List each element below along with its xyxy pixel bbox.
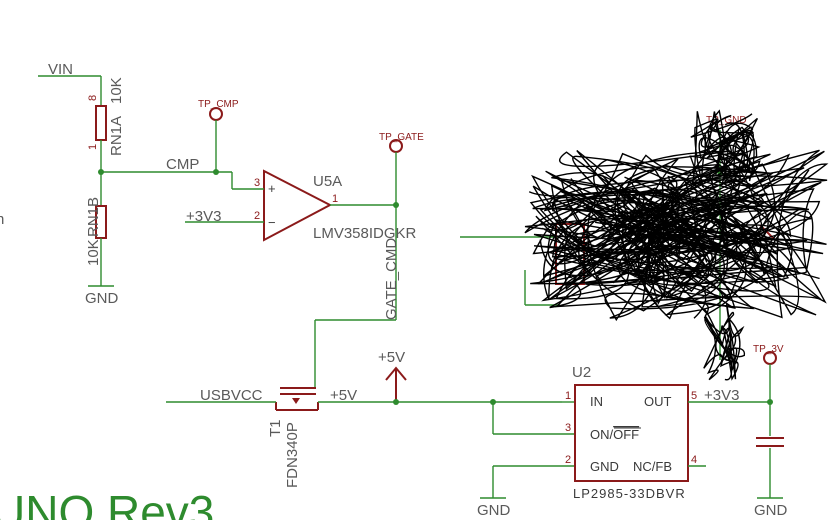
rn1a-name: RN1A <box>108 116 125 156</box>
3v3-out-label: +3V3 <box>704 387 739 404</box>
regulator-u2: U2 LP2985-33DBVR IN OUT ON/OFF GND NC/FB… <box>565 364 697 501</box>
u2-value: LP2985-33DBVR <box>573 486 686 501</box>
gnd-left-label: GND <box>85 290 119 307</box>
opamp-u5a: + − 3 2 1 U5A LMV358IDGKR +3V3 <box>185 169 417 242</box>
rn1b-value: 10K <box>85 239 102 266</box>
scribble-stroke <box>532 153 829 310</box>
u2-onoff: ON/OFF <box>590 427 639 442</box>
opamp-3v3-label: +3V3 <box>186 208 221 225</box>
rn1a-pin8: 8 <box>87 95 99 101</box>
u2-pin4: 4 <box>691 454 697 466</box>
5v-supply-label: +5V <box>378 349 405 366</box>
vin-label: VIN <box>48 61 73 78</box>
u2-ncfb: NC/FB <box>633 459 672 474</box>
t1-name: T1 <box>267 419 284 437</box>
rn1a-pin1: 1 <box>87 144 99 150</box>
gnd-cap-label: GND <box>754 502 788 519</box>
u2-out: OUT <box>644 394 672 409</box>
vin-net: VIN <box>38 61 102 106</box>
opamp-pin3: 3 <box>254 177 260 189</box>
scribble-stroke <box>524 160 815 298</box>
usbvcc-label: USBVCC <box>200 387 263 404</box>
opamp-plus: + <box>268 181 276 196</box>
rn1a-value: 10K <box>108 77 125 104</box>
tp-cmp-label: TP_CMP <box>198 99 239 110</box>
opamp-minus: − <box>268 215 276 230</box>
scribble-stroke <box>691 111 758 188</box>
u2-pin1: 1 <box>565 390 571 402</box>
u2-pin5: 5 <box>691 390 697 402</box>
junction-5v <box>393 399 399 405</box>
u2-pin3: 3 <box>565 422 571 434</box>
opamp-name: U5A <box>313 173 342 190</box>
tp-hidden-label: TP_GND <box>706 115 747 126</box>
u2-in: IN <box>590 394 603 409</box>
resistor-rn1b: RN1B 10K <box>85 197 107 266</box>
junction-cmp-left <box>98 169 104 175</box>
gate-cmd-label: GATE_CMD <box>383 238 400 320</box>
stray-n: n <box>0 211 4 228</box>
junction-gate <box>393 202 399 208</box>
u2-gnd: GND <box>590 459 619 474</box>
5v-wire-label: +5V <box>330 387 357 404</box>
mosfet-arrow <box>292 398 300 404</box>
board-title: UNO Rev3 <box>0 486 214 520</box>
opamp-pin1: 1 <box>332 193 338 205</box>
scribble-stroke <box>534 149 827 322</box>
u2-pin2: 2 <box>565 454 571 466</box>
t1-value: FDN340P <box>284 422 301 488</box>
cmp-label: CMP <box>166 156 199 173</box>
tp-gate: TP_GATE <box>379 132 424 320</box>
rn1a-body <box>95 105 107 141</box>
pen-scribble <box>524 109 829 381</box>
tp-3v-label: TP_3V <box>753 344 784 355</box>
gnd-reg-label: GND <box>477 502 511 519</box>
scribble-stroke <box>699 114 758 178</box>
scribble-stroke <box>703 304 746 381</box>
resistor-rn1a: 8 1 RN1A 10K <box>87 77 125 156</box>
u2-name: U2 <box>572 364 591 381</box>
tp-gate-label: TP_GATE <box>379 132 424 143</box>
u2-body <box>574 384 689 482</box>
opamp-value: LMV358IDGKR <box>313 225 417 242</box>
5v-supply-symbol: +5V <box>378 349 407 402</box>
mosfet-t1: T1 FDN340P <box>267 387 319 488</box>
opamp-pin2: 2 <box>254 210 260 222</box>
rn1b-name: RN1B <box>85 197 102 237</box>
tp-cmp: TP_CMP <box>198 99 239 172</box>
output-capacitor: GND <box>754 402 788 519</box>
opamp-body <box>263 169 333 242</box>
scribble-stroke <box>532 150 825 319</box>
tp-3v: TP_3V <box>753 344 784 402</box>
